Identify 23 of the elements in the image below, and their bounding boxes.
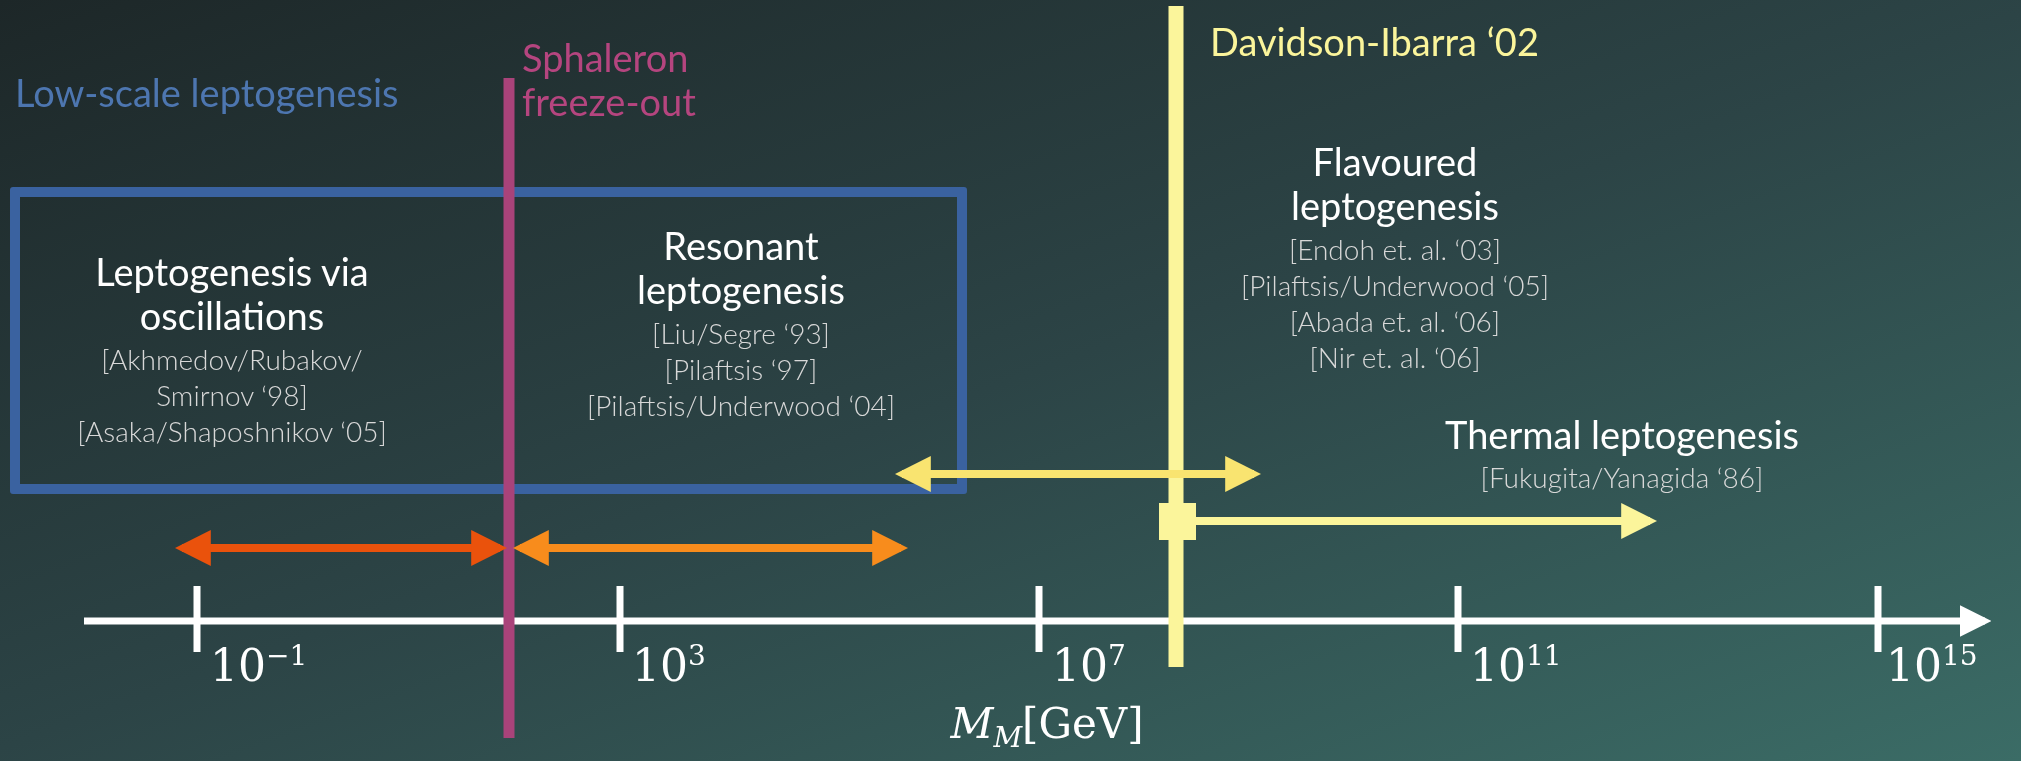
region-heading: Thermal leptogenesis [1444,413,1800,457]
line-label: Sphaleron freeze-out [522,36,697,124]
tick-label: 10$^{15}$ [1886,640,1978,692]
region-heading: Leptogenesis via oscillations [94,250,370,338]
region-heading: Flavoured leptogenesis [1290,140,1500,228]
tick-label: 10$^{−1}$ [210,640,308,692]
citation: [Fukugita/Yanagida ‘86] [1479,460,1765,496]
citation: [Asaka/Shaposhnikov ‘05] [76,414,388,450]
citation: [Pilaftsis ‘97] [663,352,819,388]
citation: [Pilaftsis/Underwood ‘04] [585,388,897,424]
citation: [Akhmedov/Rubakov/ Smirnov ‘98] [100,342,364,414]
region-heading: Low-scale leptogenesis [15,69,399,115]
region-heading: Resonant leptogenesis [636,224,846,312]
citation: [Pilaftsis/Underwood ‘05] [1239,268,1551,304]
axis-label: M$_{M}$[GeV] [949,700,1145,755]
citation: [Abada et. al. ‘06] [1288,304,1502,340]
line-label: Davidson-Ibarra ‘02 [1210,20,1540,64]
tick-label: 10$^{7}$ [1052,640,1126,692]
tick-label: 10$^{11}$ [1470,640,1562,692]
tick-label: 10$^{3}$ [632,640,706,692]
citation: [Liu/Segre ‘93] [651,316,831,352]
citation: [Endoh et. al. ‘03] [1287,232,1503,268]
citation: [Nir et. al. ‘06] [1308,340,1482,376]
